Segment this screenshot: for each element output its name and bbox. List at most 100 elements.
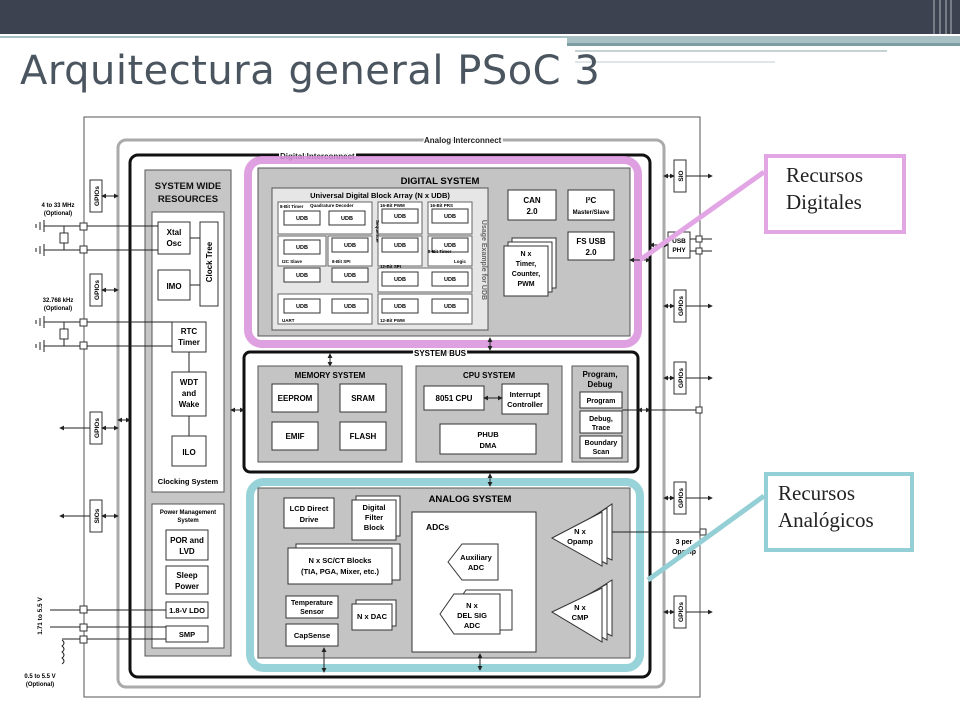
digital-resources-callout: Recursos Digitales (764, 154, 906, 234)
xtal-freq-label-2: (Optional) (44, 211, 72, 217)
boost-label-1: 0.5 to 5.5 V (24, 674, 55, 680)
por-label-1: POR and (170, 536, 204, 545)
wdt-label-3: Wake (179, 400, 200, 409)
cpu-system-title: CPU SYSTEM (463, 371, 515, 380)
crystal-symbol-2 (59, 328, 69, 340)
analog-interconnect-label: Analog Interconnect (424, 136, 502, 145)
udb-cell (431, 298, 469, 314)
program-debug-title-1: Program, (582, 370, 617, 379)
udb-cell (381, 237, 419, 253)
title-rule-2 (575, 61, 775, 63)
phub-dma-block (439, 423, 537, 455)
opamp-pin (699, 528, 707, 536)
system-wide-title-2: RESOURCES (158, 194, 218, 205)
timer-label-4: PWM (517, 281, 534, 288)
udb-cell-label: UDB (444, 243, 456, 249)
analog-callout-leader (646, 493, 766, 583)
program-debug-title-2: Debug (588, 380, 613, 389)
flash-label: FLASH (350, 432, 377, 441)
imo-block (157, 269, 191, 301)
boundary-label-1: Boundary (585, 440, 618, 447)
pwm16-label: 16-Bit PWM (380, 203, 405, 208)
wdt-wake-block (171, 371, 207, 417)
imo-label: IMO (166, 282, 181, 291)
inductor-symbol (61, 639, 65, 665)
udb-cell (331, 267, 369, 283)
debug-label-1: Debug, (589, 416, 613, 423)
delsig-label-2: DEL SIG (457, 611, 487, 620)
sc-label-2: (TIA, PGA, Mixer, etc.) (301, 567, 379, 576)
fsusb-block (567, 231, 615, 261)
system-wide-title-1: SYSTEM WIDE (155, 181, 222, 192)
analog-interconnect-box (116, 138, 666, 689)
delsig-label-1: N x (466, 601, 479, 610)
udb-cell (381, 298, 419, 314)
udb-cell-label: UDB (296, 304, 308, 310)
fsusb-label-2: 2.0 (585, 248, 597, 257)
prs16-label: 16-Bit PRS (430, 203, 453, 208)
rtc-freq-label-1: 32.768 kHz (43, 298, 74, 304)
usage-example-label: Usage Example for UDB (480, 220, 487, 300)
per-opamp-label-1: 3 per (676, 539, 693, 546)
udb-cell (331, 237, 369, 253)
udb-cell (283, 267, 321, 283)
temp-label-2: Sensor (300, 609, 324, 616)
capsense-block (285, 623, 339, 647)
udb-cell-label: UDB (296, 216, 308, 222)
debug-trace-block (579, 410, 623, 434)
rtc-pin-1 (79, 318, 88, 327)
usb-phy-label-2: PHY (672, 247, 686, 254)
cmp-label-2: CMP (572, 613, 589, 622)
udb-cell (331, 298, 369, 314)
digital-callout-line-2: Digitales (786, 190, 862, 214)
lcd-label-2: Drive (300, 515, 319, 524)
dac-stack-1 (351, 603, 393, 631)
eeprom-block (271, 383, 319, 413)
por-label-2: LVD (179, 547, 195, 556)
eeprom-label: EEPROM (278, 394, 313, 403)
digital-system-title: DIGITAL SYSTEM (401, 176, 480, 187)
i2c-label-2: Master/Slave (573, 210, 610, 216)
udb-cell-label: UDB (394, 243, 406, 249)
sleep-label-1: Sleep (176, 571, 197, 580)
spi12-label: 12-Bit SPI (380, 264, 401, 269)
i2c-label-1: I²C (586, 196, 597, 205)
debug-label-2: Trace (592, 425, 610, 432)
bit8-timer-label: 8-Bit Timer (280, 204, 304, 209)
sram-label: SRAM (351, 394, 375, 403)
clock-tree-label: Clock Tree (205, 241, 214, 282)
power-mgmt-label-2: System (177, 518, 198, 524)
udb-cell-label: UDB (341, 216, 353, 222)
boundary-label-2: Scan (593, 449, 610, 456)
analog-resources-callout: Recursos Analógicos (764, 472, 914, 552)
boost-label-2: (Optional) (26, 682, 54, 688)
usb-phy-label-1: USB (672, 238, 686, 245)
gpio-left-1-label: GPIOs (94, 186, 101, 206)
can-label-2: 2.0 (526, 207, 538, 216)
xtal-osc-block (157, 221, 191, 255)
udb-cells: UDB UDB UDB UDB UDB UDB UDB UDB UDB UDB … (283, 208, 469, 314)
sc-label-1: N x SC/CT Blocks (309, 556, 372, 565)
wdt-label-2: and (182, 389, 196, 398)
udb-usage-labels: Quadrature Decoder 8-Bit Timer 16-Bit PW… (280, 203, 466, 323)
udb-cell (283, 210, 321, 226)
i2c-master-block (567, 189, 615, 221)
temperature-sensor-block (285, 595, 339, 619)
sc-ct-stack-1 (287, 547, 393, 585)
interrupt-block (501, 383, 549, 415)
delsig-adc-stack-1 (439, 593, 501, 635)
uart-label: UART (282, 318, 295, 323)
sio-right-label: SIO (678, 170, 685, 181)
udb-cell-label: UDB (344, 273, 356, 279)
pin-right-usb-2 (695, 247, 703, 255)
ground-symbol-2 (35, 244, 45, 256)
digital-highlight (244, 156, 642, 348)
udb-cell-label: UDB (296, 245, 308, 251)
ilo-block (171, 435, 207, 467)
program-pin (695, 406, 703, 414)
phub-label-1: PHUB (477, 430, 499, 439)
vdd-pin-3 (79, 635, 88, 644)
capsense-label: CapSense (294, 631, 330, 640)
gpio-right-1-label: GPIOs (678, 296, 685, 316)
rtc-pin-2 (79, 341, 88, 350)
